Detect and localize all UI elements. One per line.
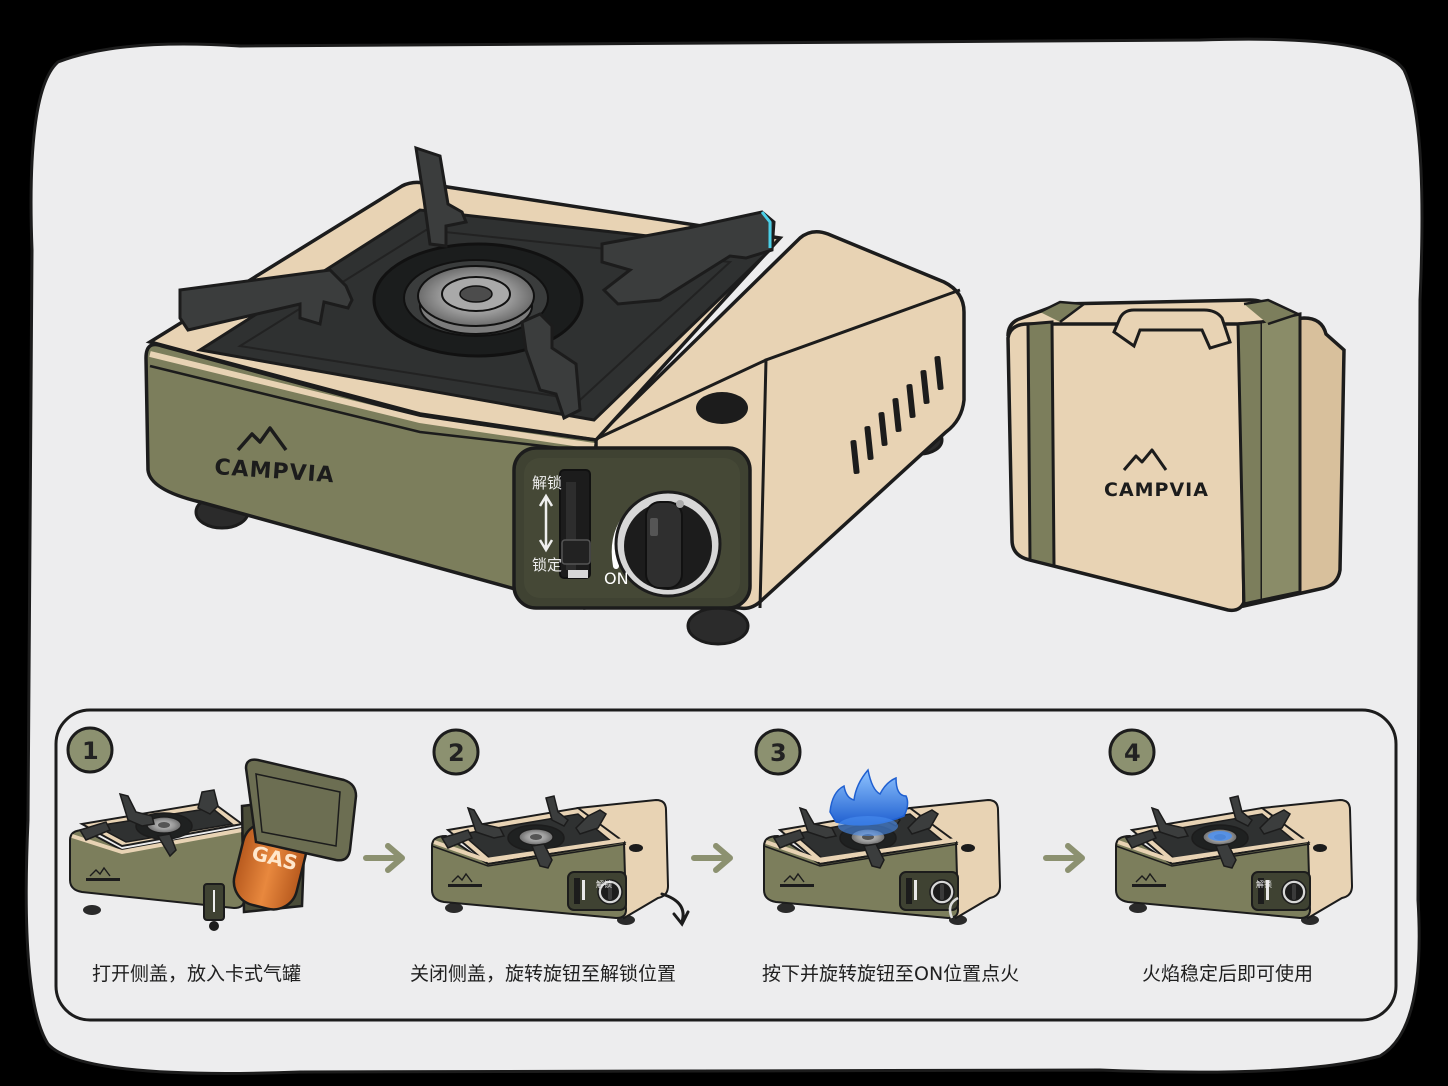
knob-marker-dot [676, 500, 684, 508]
arrow-right-icon [1043, 843, 1085, 873]
flame-icon [829, 768, 909, 836]
pot-support [178, 268, 354, 332]
step-badge [754, 728, 802, 776]
case-brand-name: CAMPVIA [1104, 479, 1209, 501]
step-caption: 打开侧盖，放入卡式气罐 [92, 963, 301, 985]
knob-on-label: ON [604, 569, 629, 588]
steps-panel [54, 708, 1398, 1022]
unlock-label: 解锁 [532, 474, 562, 492]
step-number: 2 [448, 739, 465, 767]
step-caption: 关闭侧盖，旋转旋钮至解锁位置 [410, 963, 676, 985]
lock-slider[interactable] [559, 469, 591, 579]
pot-support [414, 145, 469, 248]
step-badge [1108, 728, 1156, 776]
open-side-lid [244, 758, 358, 862]
stove-foot [686, 606, 750, 646]
step-badge [432, 728, 480, 776]
double-arrow-icon [538, 493, 554, 553]
lock-label: 锁定 [532, 556, 562, 574]
carry-case: CAMPVIA [1006, 298, 1346, 613]
mountain-logo-icon [1122, 448, 1168, 471]
step-number: 3 [770, 739, 787, 767]
case-handle [1112, 308, 1232, 350]
small-flame-icon [1208, 831, 1232, 841]
main-stove: CAMPVIA 解锁 锁定 ON [144, 145, 966, 646]
step-2: 2 解锁 关闭侧盖，旋转旋钮至解锁位置 [410, 728, 690, 985]
step-caption: 火焰稳定后即可使用 [1142, 963, 1313, 985]
case-strap [1026, 320, 1056, 568]
mini-unlock-label: 解锁 [1256, 879, 1272, 889]
step-number: 1 [82, 737, 99, 765]
step-badge [66, 726, 114, 774]
mini-unlock-label: 解锁 [596, 879, 612, 889]
rotate-arrow-icon [660, 892, 690, 927]
arrow-right-icon [363, 843, 405, 873]
step-4: 4 解锁 火焰稳定后即可使用 [1108, 728, 1354, 985]
air-vents [850, 355, 944, 475]
case-strap [1236, 320, 1264, 606]
mountain-logo-icon [236, 426, 288, 452]
ignition-knob[interactable] [611, 490, 722, 598]
lid-hole [696, 392, 748, 424]
step-number: 4 [1124, 739, 1141, 767]
step-caption: 按下并旋转旋钮至ON位置点火 [762, 963, 1019, 985]
pot-support [520, 312, 582, 421]
step-3: 3 按下并旋转旋钮至ON位置点火 [754, 728, 1019, 985]
arrow-right-icon [691, 843, 733, 873]
step-1: 1 GAS [66, 726, 358, 985]
press-rotate-icon [948, 896, 959, 919]
